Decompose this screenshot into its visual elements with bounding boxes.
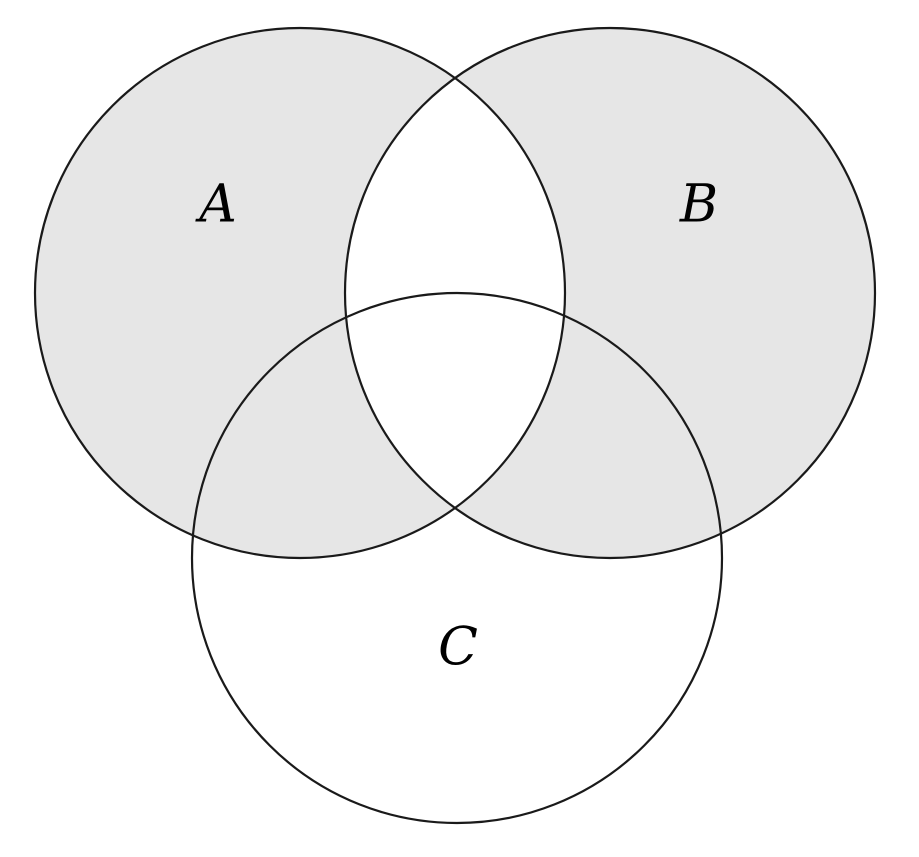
shaded-region-symmetric-difference [35, 28, 875, 558]
set-c-label: C [438, 618, 478, 678]
set-a-circle-outline[interactable] [33, 26, 567, 560]
set-b-circle-outline[interactable] [343, 26, 877, 560]
set-b-label: B [679, 175, 718, 235]
set-c-circle-outline[interactable] [190, 291, 724, 825]
set-b-fill [345, 28, 875, 558]
set-a-label: A [195, 175, 237, 235]
